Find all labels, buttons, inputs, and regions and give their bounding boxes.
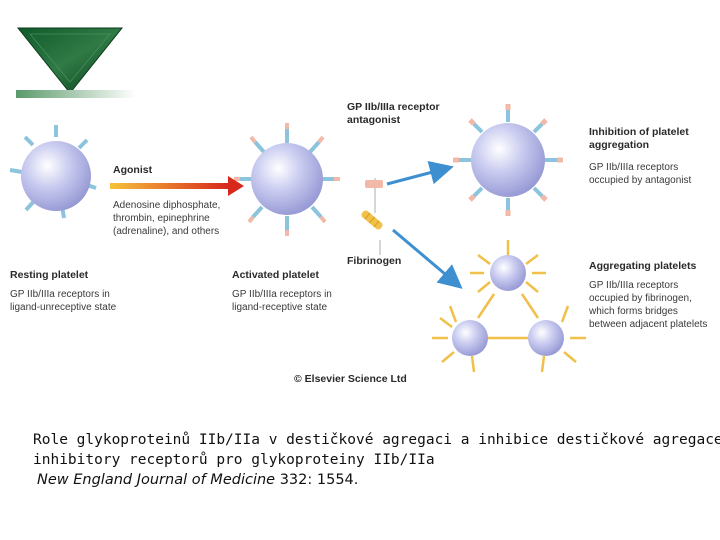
caption: Role glykoproteinů IIb/IIa v destičkové …	[33, 430, 720, 490]
aggregating-line-1: GP IIb/IIIa receptors	[589, 280, 678, 291]
agonist-line-2: thrombin, epinephrine	[113, 213, 210, 224]
agonist-line-3: (adrenaline), and others	[113, 226, 219, 237]
aggregating-line-2: occupied by fibrinogen,	[589, 293, 692, 304]
copyright: © Elsevier Science Ltd	[294, 373, 407, 385]
inhibition-line-1: GP IIb/IIIa receptors	[589, 162, 678, 173]
aggregating-line-3: which forms bridges	[588, 306, 678, 317]
logo	[16, 27, 136, 98]
resting-line-1: GP IIb/IIIa receptors in	[10, 289, 110, 300]
aggregating-title: Aggregating platelets	[589, 260, 697, 272]
citation-details: 332: 1554.	[275, 472, 359, 488]
citation: New England Journal of Medicine 332: 155…	[33, 470, 720, 490]
activated-line-2: ligand-receptive state	[232, 302, 327, 313]
aggregation-arrow	[392, 228, 463, 289]
activated-title: Activated platelet	[232, 269, 319, 281]
activated-platelet	[234, 123, 340, 236]
resting-platelet	[9, 125, 97, 219]
agonist-title: Agonist	[113, 164, 153, 176]
antagonist-line-2: antagonist	[347, 114, 401, 126]
antagonist-molecule	[365, 180, 383, 188]
platelet-diagram: Agonist Adenosine diphosphate, thrombin,…	[9, 101, 707, 385]
inhibition-title-2: aggregation	[589, 139, 649, 151]
agonist-arrow	[110, 176, 244, 196]
fibrinogen-molecule	[361, 210, 383, 230]
journal-name: New England Journal of Medicine	[37, 472, 276, 488]
inhibited-platelet	[453, 104, 563, 216]
resting-line-2: ligand-unreceptive state	[10, 302, 117, 313]
resting-title: Resting platelet	[10, 269, 89, 281]
inhibition-arrow	[386, 160, 454, 186]
activated-line-1: GP IIb/IIIa receptors in	[232, 289, 332, 300]
caption-line-2: inhibitory receptorů pro glykoproteiny I…	[33, 452, 435, 468]
inhibition-line-2: occupied by antagonist	[589, 175, 692, 186]
antagonist-line-1: GP IIb/IIIa receptor	[347, 101, 440, 113]
inhibition-title-1: Inhibition of platelet	[589, 126, 689, 138]
aggregating-line-4: between adjacent platelets	[589, 319, 707, 330]
agonist-line-1: Adenosine diphosphate,	[113, 200, 220, 211]
caption-line-1: Role glykoproteinů IIb/IIa v destičkové …	[33, 432, 720, 448]
fibrinogen-title: Fibrinogen	[347, 255, 401, 267]
aggregating-platelets	[432, 240, 586, 373]
